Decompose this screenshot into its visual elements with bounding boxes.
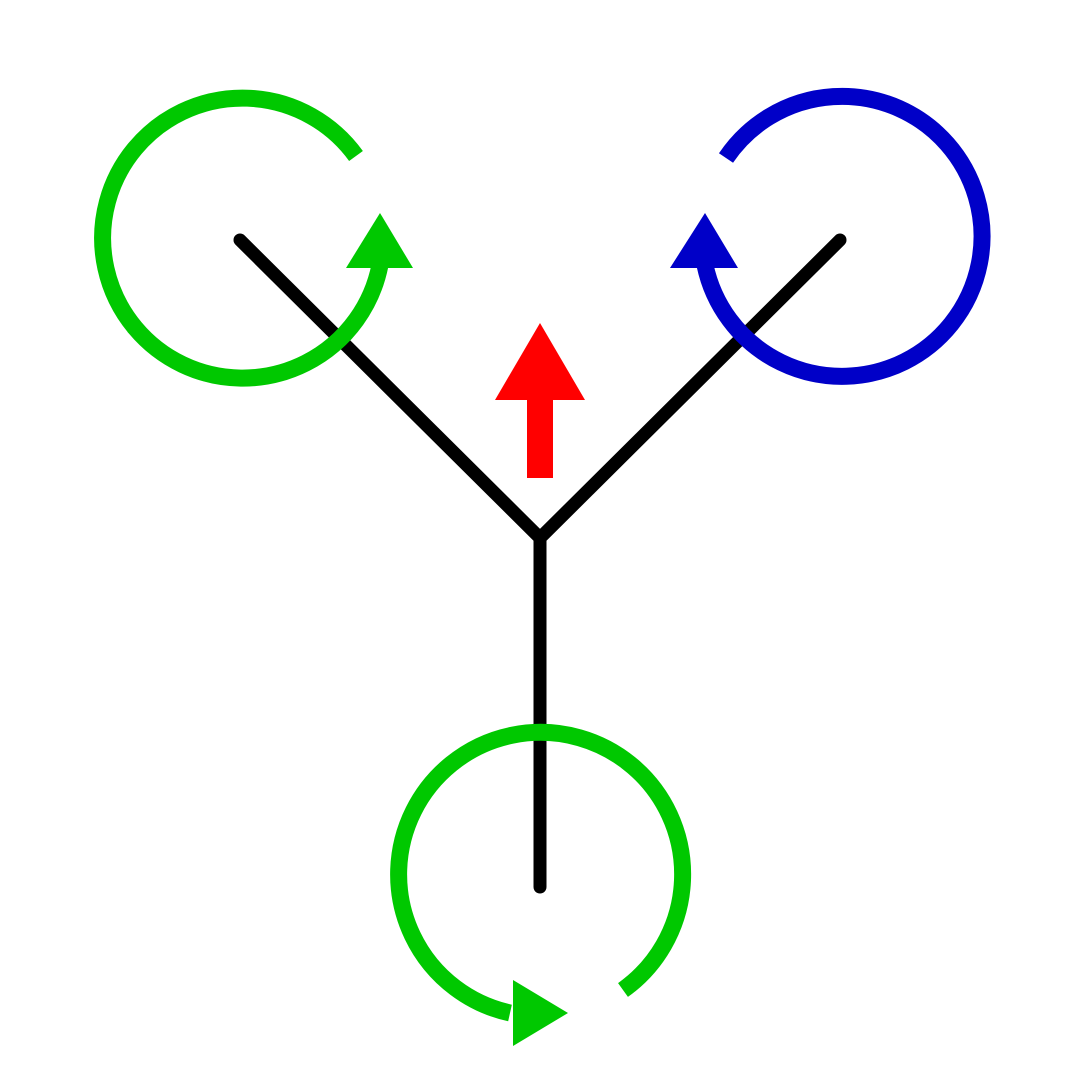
left-arm bbox=[233, 233, 547, 545]
rotor-bottom-arc bbox=[390, 723, 692, 1022]
right-arm bbox=[533, 233, 847, 545]
rotor-right-rotation-arrow bbox=[670, 87, 991, 385]
rotor-right-arrowhead bbox=[670, 213, 738, 268]
rotor-bottom-rotation-arrow bbox=[390, 723, 692, 1046]
rotor-left-arrowhead bbox=[346, 213, 413, 268]
rotor-bottom-arrowhead bbox=[513, 980, 568, 1046]
thrust-arrow-shaft bbox=[527, 398, 553, 478]
thrust-arrow-head bbox=[495, 323, 585, 400]
thrust-arrow bbox=[495, 323, 585, 478]
rotor-left-arc bbox=[94, 89, 389, 387]
rotor-right-arc bbox=[696, 87, 991, 385]
frame bbox=[233, 233, 847, 894]
rotor-left-rotation-arrow bbox=[94, 89, 413, 387]
